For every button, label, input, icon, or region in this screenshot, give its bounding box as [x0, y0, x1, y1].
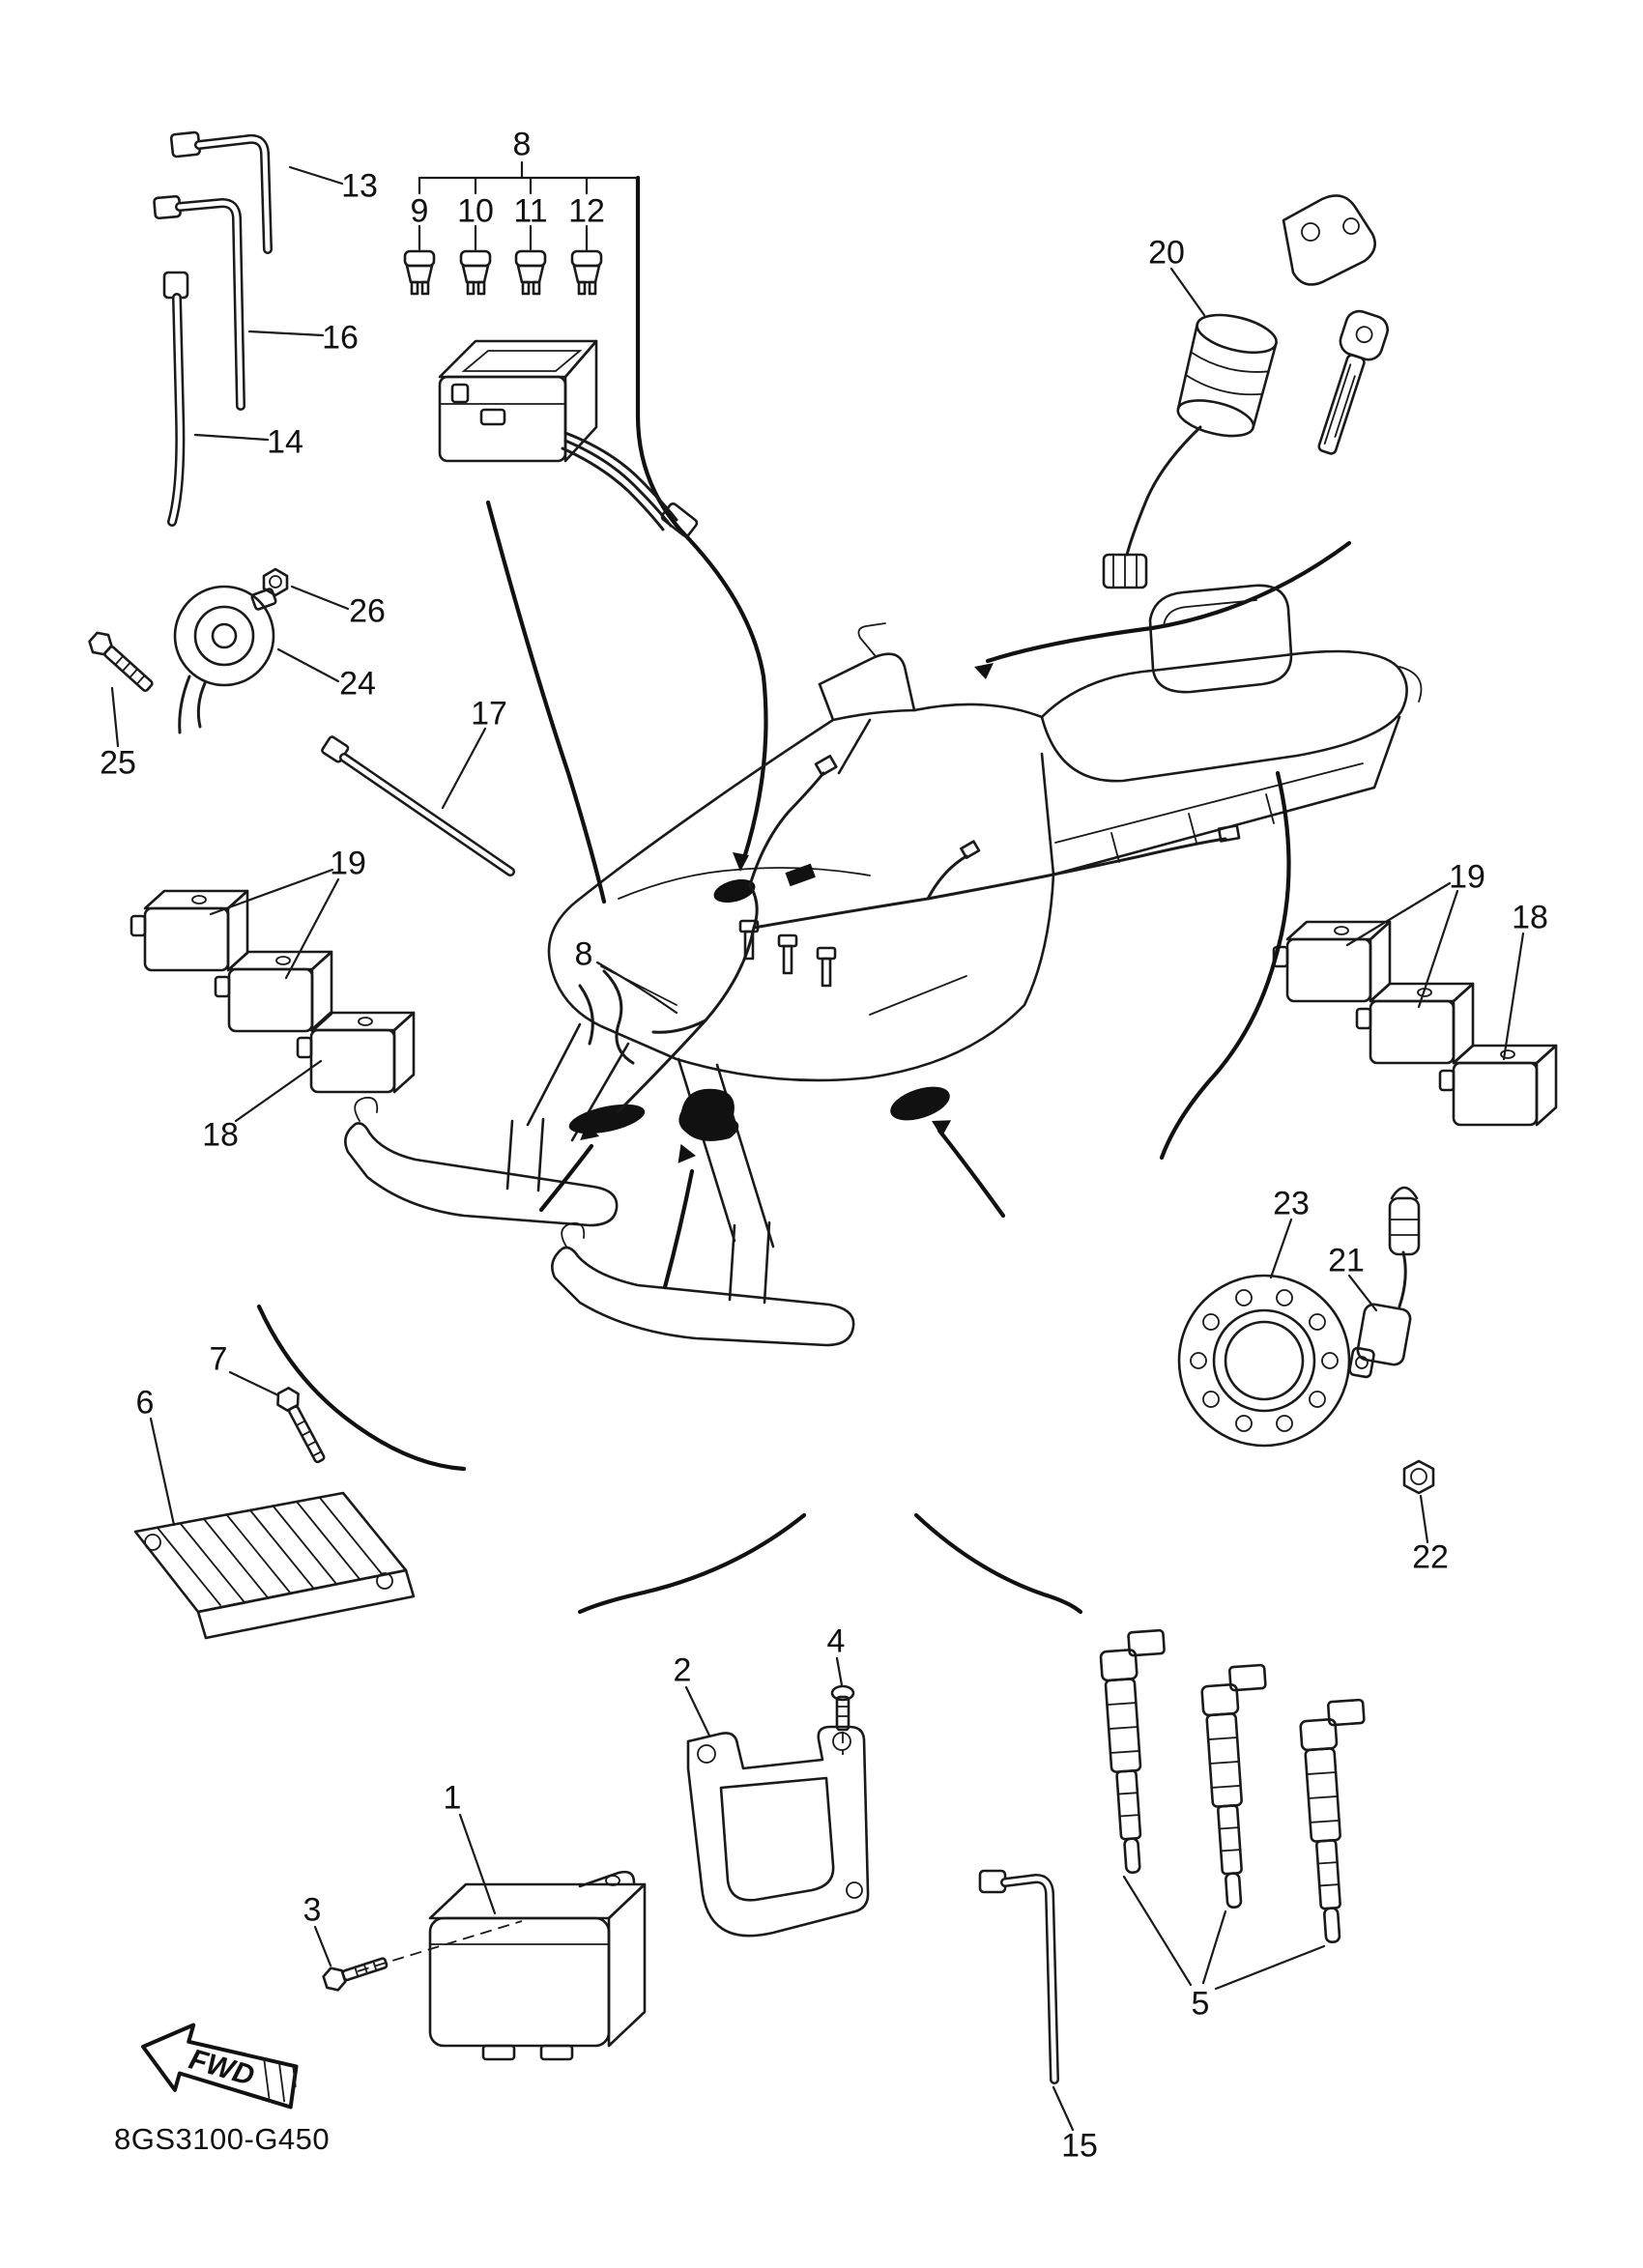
pickup-coil: [1348, 1186, 1421, 1379]
ignition-coil: [296, 1011, 416, 1094]
chassis: [344, 584, 1423, 1347]
callout-20: 20: [1148, 234, 1185, 272]
fwd-arrow-icon: FWD: [141, 2023, 299, 2110]
callout-11: 11: [513, 192, 548, 230]
callout-6: 6: [135, 1384, 155, 1421]
callout-18-left: 18: [202, 1116, 239, 1154]
callout-8-mid: 8: [574, 935, 593, 973]
callout-10: 10: [457, 192, 494, 230]
callout-24: 24: [339, 665, 376, 703]
cable-tie-16: [153, 194, 245, 411]
callout-4: 4: [826, 1622, 846, 1660]
part-code: 8GS3100-G450: [114, 2122, 331, 2156]
rectifier: [133, 1491, 416, 1640]
bolt-4: [830, 1684, 855, 1732]
callout-12: 12: [568, 192, 605, 230]
callout-19-left: 19: [330, 845, 366, 882]
fuse-box: [438, 339, 699, 538]
fuse-11: [514, 249, 547, 296]
bolt-3: [322, 1957, 389, 1992]
callout-13: 13: [341, 167, 378, 205]
horn: [173, 585, 277, 734]
wiring-harness: [568, 755, 1241, 1141]
callout-14: 14: [267, 423, 303, 461]
ignition-coil: [1272, 920, 1392, 1003]
callout-25: 25: [100, 744, 136, 782]
spark-plug-cap: [1099, 1628, 1166, 1875]
bolt-7: [276, 1387, 326, 1464]
callout-16: 16: [322, 319, 359, 357]
cable-tie-14: [162, 271, 189, 527]
ignition-coil: [214, 950, 333, 1033]
ecu-bracket: [686, 1725, 870, 1938]
cable-tie-13: [169, 130, 273, 254]
callout-7: 7: [209, 1340, 228, 1378]
callout-17: 17: [471, 695, 507, 732]
callout-22: 22: [1412, 1538, 1449, 1576]
fuse-12: [570, 249, 603, 296]
fuse-group-bracket: [418, 160, 768, 872]
fuse-10: [459, 249, 492, 296]
spark-plug-cap: [1299, 1698, 1366, 1943]
ignition-coil: [1355, 982, 1475, 1065]
cable-tie-17: [321, 735, 515, 876]
harness-bolts: [738, 919, 837, 988]
ignition-coil: [1438, 1044, 1558, 1127]
callout-26: 26: [349, 592, 386, 630]
callout-23: 23: [1273, 1185, 1310, 1222]
callout-8-top: 8: [512, 126, 532, 163]
ecu-unit: [428, 1870, 647, 2061]
spark-plug-cap: [1200, 1663, 1267, 1909]
callout-2: 2: [673, 1651, 692, 1689]
bolt-25: [88, 631, 154, 693]
callout-5: 5: [1191, 1985, 1210, 2023]
callout-19-right: 19: [1449, 858, 1485, 896]
callout-3: 3: [303, 1891, 322, 1929]
cable-tie-15: [978, 1869, 1059, 2084]
callout-18-right: 18: [1512, 899, 1548, 936]
callout-9: 9: [410, 192, 429, 230]
fuse-9: [403, 249, 436, 296]
ignition-coil: [130, 889, 249, 972]
flywheel-rotor: [1177, 1274, 1351, 1448]
ignition-switch: [1102, 194, 1389, 589]
callout-21: 21: [1328, 1242, 1365, 1279]
nut-26: [262, 567, 289, 597]
callout-1: 1: [443, 1779, 462, 1817]
nut-22: [1402, 1459, 1435, 1495]
callout-15: 15: [1061, 2127, 1098, 2165]
